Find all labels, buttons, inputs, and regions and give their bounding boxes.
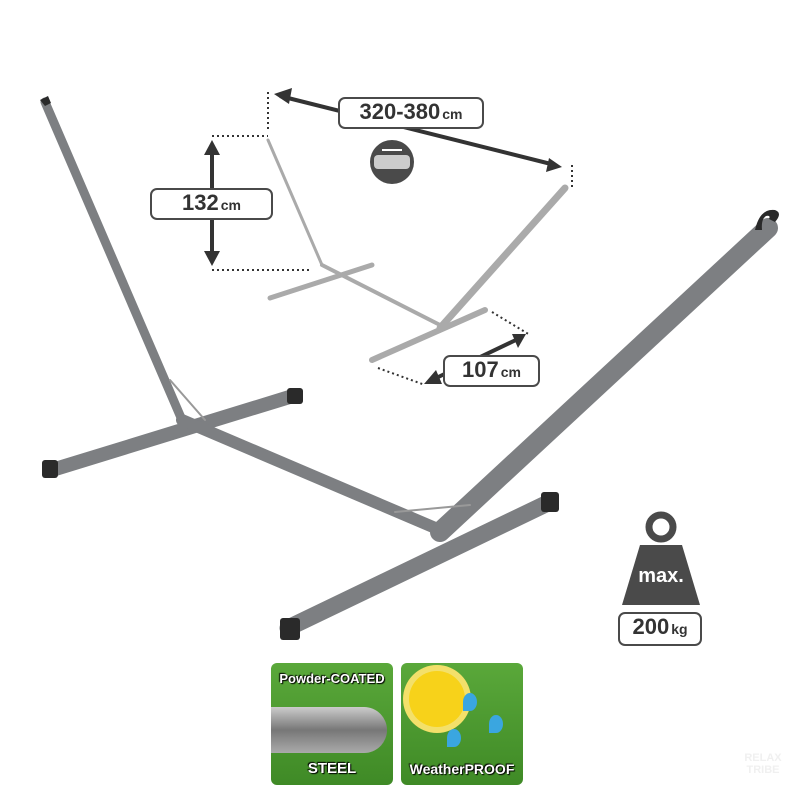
- weight-icon: [622, 511, 700, 605]
- powder-coated-steel-badge: Powder-COATED STEEL: [271, 663, 393, 785]
- watermark: RELAX TRIBE: [744, 752, 782, 776]
- arrow-heads: [204, 88, 562, 384]
- extendable-icon: [370, 140, 414, 184]
- main-stand: [40, 97, 778, 637]
- weatherproof-badge: WeatherPROOF: [401, 663, 523, 785]
- raindrop-icon: [489, 715, 503, 733]
- max-label: max.: [638, 565, 684, 587]
- raindrop-icon: [447, 729, 461, 747]
- small-stand-diagram: [266, 138, 569, 363]
- steel-pipe-icon: [271, 707, 387, 753]
- stand-end-caps: [40, 96, 779, 640]
- sun-icon: [409, 671, 465, 727]
- raindrop-icon: [463, 693, 477, 711]
